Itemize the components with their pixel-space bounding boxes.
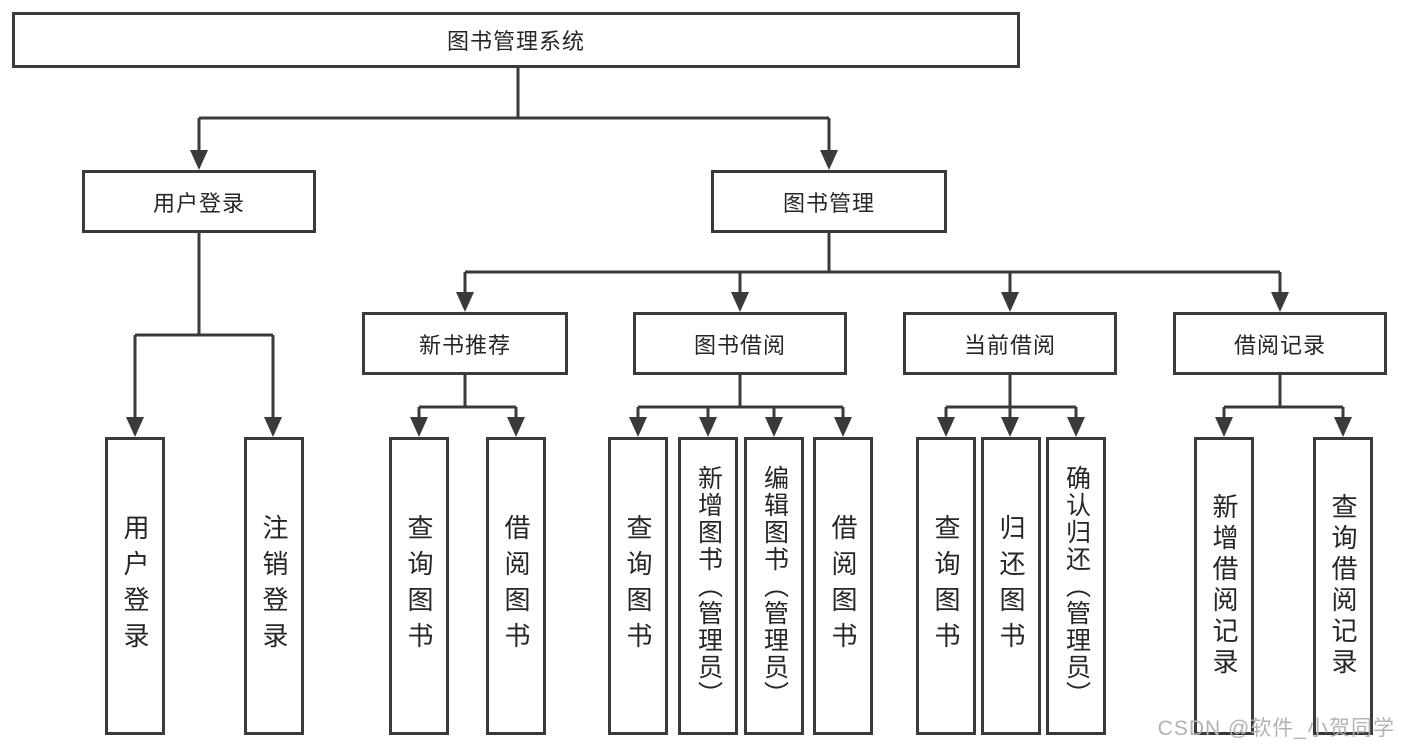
node-leaf-logout: 注销登录 <box>244 437 304 735</box>
node-label: 借阅图书 <box>501 514 531 658</box>
node-library-management-system: 图书管理系统 <box>12 12 1020 68</box>
node-label: 新增图书（管理员） <box>694 464 723 708</box>
connector-current-borrowing-children <box>937 375 1085 437</box>
node-leaf-query-books-current: 查询图书 <box>916 437 976 735</box>
node-label: 用户登录 <box>120 514 150 658</box>
node-leaf-query-books-rec: 查询图书 <box>389 437 449 735</box>
node-new-book-recommendation: 新书推荐 <box>362 312 568 375</box>
node-label: 查询借阅记录 <box>1328 493 1358 679</box>
node-label: 新书推荐 <box>418 332 511 358</box>
node-borrowing-records: 借阅记录 <box>1173 312 1387 375</box>
csdn-watermark: CSDN @软件_小贺同学 <box>1157 717 1395 740</box>
node-label: 归还图书 <box>996 514 1026 658</box>
node-label: 确认归还（管理员） <box>1062 464 1091 708</box>
node-label: 查询图书 <box>404 514 434 658</box>
node-label: 新增借阅记录 <box>1209 493 1239 679</box>
node-leaf-borrow-book-rec: 借阅图书 <box>486 437 546 735</box>
connector-user-login-children <box>126 233 282 437</box>
node-label: 编辑图书（管理员） <box>760 464 789 708</box>
connector-book-mgmt-children <box>456 233 1289 312</box>
node-leaf-user-login: 用户登录 <box>105 437 165 735</box>
node-leaf-add-book-admin: 新增图书（管理员） <box>678 437 738 735</box>
node-label: 借阅记录 <box>1233 332 1326 358</box>
node-book-borrowing: 图书借阅 <box>633 312 847 375</box>
node-leaf-add-borrow-record: 新增借阅记录 <box>1194 437 1254 735</box>
node-label: 用户登录 <box>152 190 245 216</box>
connector-book-borrowing-children <box>629 375 852 437</box>
node-label: 注销登录 <box>259 514 289 658</box>
connector-root-to-level2 <box>190 68 838 170</box>
node-label: 当前借阅 <box>963 332 1056 358</box>
node-label: 图书管理系统 <box>446 29 585 54</box>
node-label: 借阅图书 <box>828 514 858 658</box>
connector-new-book-rec-children <box>410 375 525 437</box>
node-user-login: 用户登录 <box>82 170 316 233</box>
node-label: 图书管理 <box>782 190 875 216</box>
node-leaf-borrow-book: 借阅图书 <box>813 437 873 735</box>
node-leaf-query-books-borrow: 查询图书 <box>608 437 668 735</box>
node-leaf-edit-book-admin: 编辑图书（管理员） <box>744 437 804 735</box>
node-current-borrowing: 当前借阅 <box>903 312 1117 375</box>
node-label: 查询图书 <box>623 514 653 658</box>
node-label: 图书借阅 <box>693 332 786 358</box>
node-leaf-query-borrow-record: 查询借阅记录 <box>1313 437 1373 735</box>
node-leaf-return-book: 归还图书 <box>981 437 1041 735</box>
node-label: 查询图书 <box>931 514 961 658</box>
node-leaf-confirm-return-admin: 确认归还（管理员） <box>1046 437 1106 735</box>
node-book-management: 图书管理 <box>711 170 947 233</box>
connector-borrow-records-children <box>1215 375 1352 437</box>
